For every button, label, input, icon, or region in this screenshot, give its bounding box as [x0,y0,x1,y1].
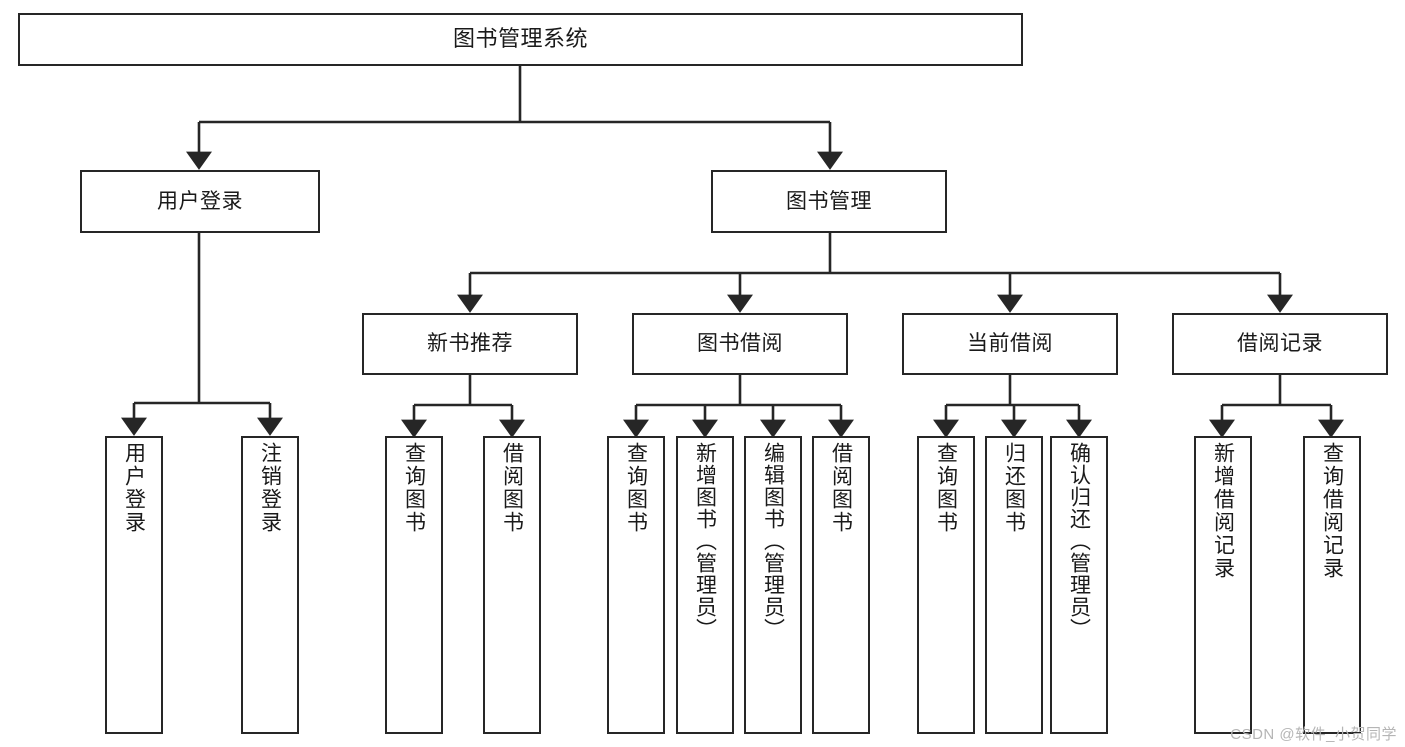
node-label: 用户登录 [122,442,146,534]
node-label: 编辑图书（管理员） [761,442,785,640]
node-leaf-borrow-book-2[interactable]: 借阅图书 [812,436,870,734]
node-label: 确认归还（管理员） [1067,442,1091,640]
node-current-borrow[interactable]: 当前借阅 [902,313,1118,375]
node-label: 借阅图书 [500,442,524,534]
node-label: 图书借阅 [697,332,783,356]
node-leaf-borrow-book-1[interactable]: 借阅图书 [483,436,541,734]
node-label: 新增图书（管理员） [693,442,717,640]
node-leaf-user-login[interactable]: 用户登录 [105,436,163,734]
node-label: 查询图书 [934,442,958,534]
node-leaf-add-book[interactable]: 新增图书（管理员） [676,436,734,734]
node-label: 图书管理 [786,189,872,213]
node-book-borrow[interactable]: 图书借阅 [632,313,848,375]
node-leaf-query-record[interactable]: 查询借阅记录 [1303,436,1361,734]
node-leaf-confirm-return[interactable]: 确认归还（管理员） [1050,436,1108,734]
node-borrow-record[interactable]: 借阅记录 [1172,313,1388,375]
node-user-login[interactable]: 用户登录 [80,170,320,233]
node-label: 图书管理系统 [452,26,588,52]
node-root-book-management-system[interactable]: 图书管理系统 [18,13,1023,66]
node-leaf-query-book-2[interactable]: 查询图书 [607,436,665,734]
node-label: 注销登录 [258,442,282,534]
node-book-manage[interactable]: 图书管理 [711,170,947,233]
node-label: 查询借阅记录 [1320,442,1344,580]
node-label: 查询图书 [402,442,426,534]
node-label: 新增借阅记录 [1211,442,1235,580]
node-leaf-logout-login[interactable]: 注销登录 [241,436,299,734]
node-leaf-add-record[interactable]: 新增借阅记录 [1194,436,1252,734]
node-label: 查询图书 [624,442,648,534]
node-leaf-return-book[interactable]: 归还图书 [985,436,1043,734]
node-leaf-query-book-3[interactable]: 查询图书 [917,436,975,734]
node-leaf-edit-book[interactable]: 编辑图书（管理员） [744,436,802,734]
node-label: 归还图书 [1002,442,1026,534]
node-new-book-recommend[interactable]: 新书推荐 [362,313,578,375]
node-label: 借阅图书 [829,442,853,534]
node-label: 新书推荐 [427,332,513,356]
node-leaf-query-book-1[interactable]: 查询图书 [385,436,443,734]
node-label: 当前借阅 [967,332,1053,356]
node-label: 用户登录 [157,189,243,213]
node-label: 借阅记录 [1237,332,1323,356]
